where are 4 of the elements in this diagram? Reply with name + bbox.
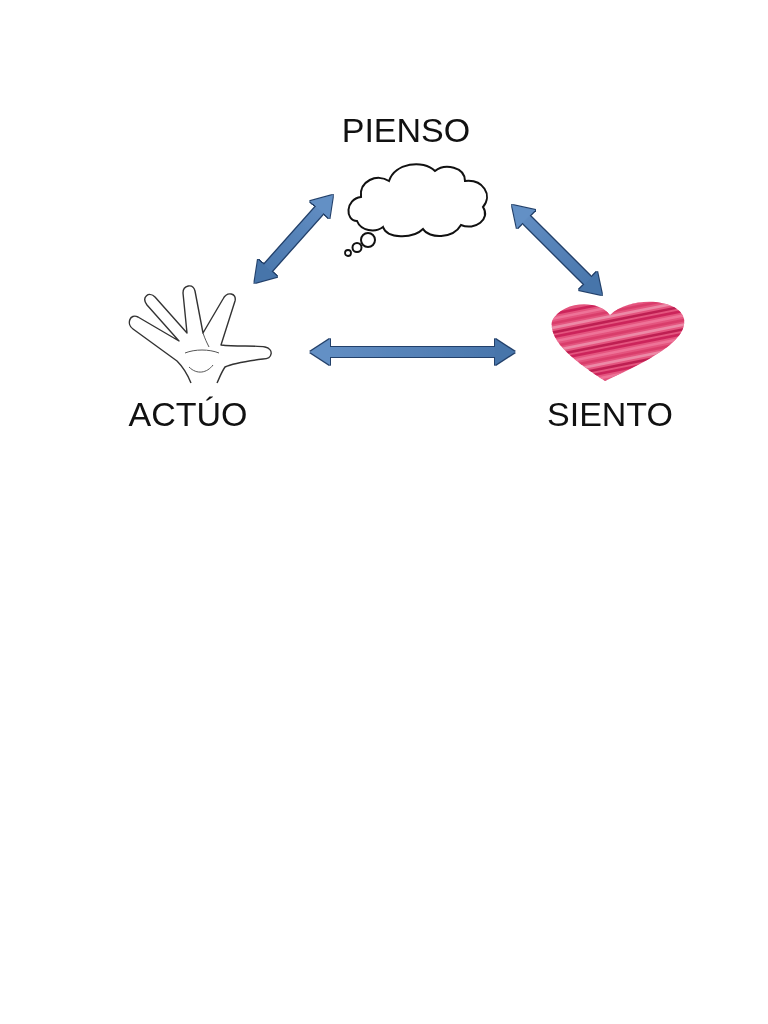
- node-label: ACTÚO: [127, 394, 249, 434]
- node-label: PIENSO: [340, 110, 472, 150]
- double-arrow: [310, 339, 515, 365]
- node-label: SIENTO: [546, 394, 674, 434]
